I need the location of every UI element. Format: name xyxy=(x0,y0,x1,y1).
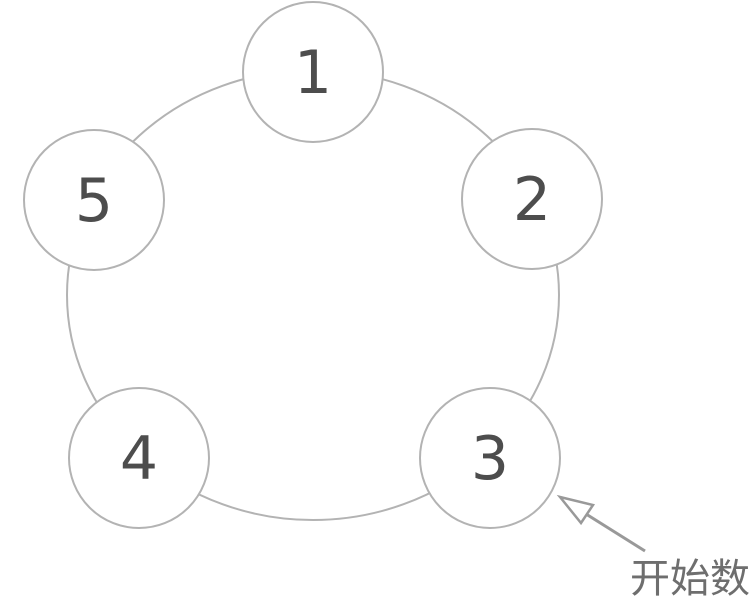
start-pointer-arrow-icon xyxy=(556,494,646,553)
node-label: 1 xyxy=(294,38,332,108)
node-circle xyxy=(419,387,561,529)
node-label: 5 xyxy=(75,166,113,236)
node-circle xyxy=(461,128,603,270)
node-label: 3 xyxy=(471,424,509,494)
node-1: 1 xyxy=(242,1,384,143)
node-4: 4 xyxy=(68,387,210,529)
annotation-label: 开始数 xyxy=(630,556,750,602)
node-2: 2 xyxy=(461,128,603,270)
node-circle xyxy=(68,387,210,529)
arrow-shaft xyxy=(585,512,646,553)
node-circle xyxy=(242,1,384,143)
node-5: 5 xyxy=(23,129,165,271)
node-circle xyxy=(23,129,165,271)
node-label: 2 xyxy=(513,165,551,235)
arrow-open-head xyxy=(556,494,596,526)
node-3: 3 xyxy=(419,387,561,529)
node-label: 4 xyxy=(120,424,158,494)
